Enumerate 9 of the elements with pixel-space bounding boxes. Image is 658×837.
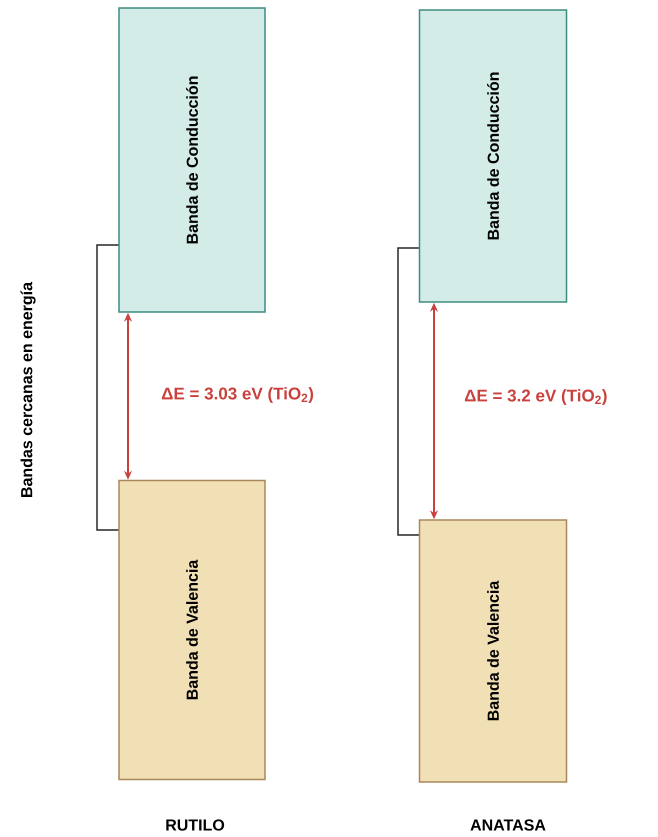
band-box: Banda de Valencia: [418, 519, 568, 783]
edge-label: ΔE = 3.2 eV (TiO$_{2}$): [463, 388, 608, 406]
band-box: Banda de Conducción: [118, 7, 266, 313]
band-box: Banda de Conducción: [418, 9, 568, 303]
band-box: Banda de Valencia: [118, 480, 266, 780]
edge-label: ΔE = 3.03 eV (TiO$_{2}$): [160, 386, 315, 404]
column-title: RUTILO: [166, 819, 224, 831]
axis-label: Bandas cercanas en energía: [20, 282, 36, 497]
column-title: ANATASA: [470, 819, 546, 831]
